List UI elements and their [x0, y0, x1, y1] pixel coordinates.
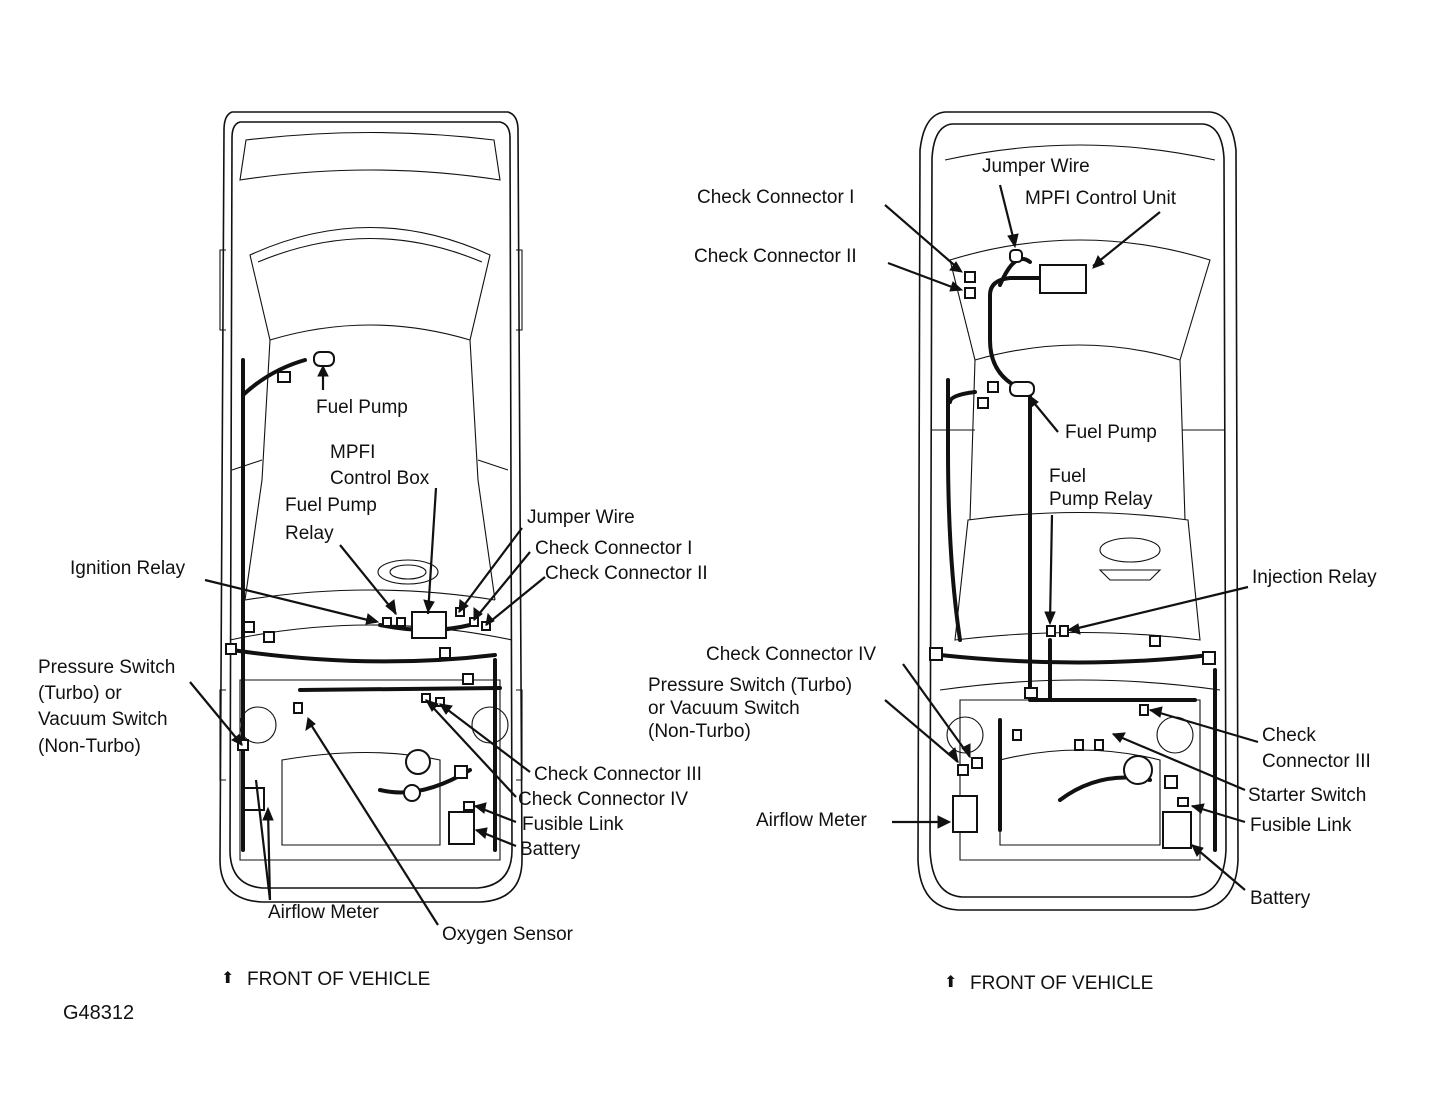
up-arrow-icon: ⬆	[944, 972, 958, 991]
right-leader-lines	[884, 184, 1259, 891]
right-label-mpfi-control-unit: MPFI Control Unit	[1025, 188, 1176, 209]
figure-id: G48312	[63, 1002, 135, 1024]
left-label-fuel-pump: Fuel Pump	[316, 397, 408, 418]
right-label-fuel-pump: Fuel Pump	[1065, 422, 1157, 443]
right-wiring	[929, 249, 1217, 852]
right-label-check-connector-4: Check Connector IV	[706, 644, 877, 665]
up-arrow-icon: ⬆	[221, 968, 235, 987]
right-footer-front-of-vehicle: FRONT OF VEHICLE	[970, 973, 1154, 994]
left-wiring	[225, 351, 502, 852]
left-label-check-connector-3: Check Connector III	[534, 764, 702, 785]
left-leader-lines	[189, 364, 546, 926]
right-label-check-connector-2: Check Connector II	[694, 246, 857, 267]
right-label-fusible-link: Fusible Link	[1250, 815, 1352, 836]
right-label-airflow-meter: Airflow Meter	[756, 810, 867, 831]
left-label-fuel-pump-relay: Fuel Pump Relay	[285, 495, 377, 544]
right-label-check-connector-1: Check Connector I	[697, 187, 855, 208]
left-label-check-connector-4: Check Connector IV	[518, 789, 689, 810]
right-label-fuel-pump-relay: Fuel Pump Relay	[1049, 466, 1153, 510]
left-car-outline	[219, 111, 523, 903]
left-label-mpfi-control-box: MPFI Control Box	[330, 442, 430, 489]
left-label-battery: Battery	[520, 839, 581, 860]
right-label-check-connector-3: Check Connector III	[1262, 725, 1371, 773]
left-label-oxygen-sensor: Oxygen Sensor	[442, 924, 573, 945]
right-label-jumper-wire: Jumper Wire	[982, 156, 1090, 177]
right-label-starter-switch: Starter Switch	[1248, 785, 1367, 806]
left-label-check-connector-1: Check Connector I	[535, 538, 693, 559]
left-label-jumper-wire: Jumper Wire	[527, 507, 635, 528]
left-label-pressure-switch: Pressure Switch (Turbo) or Vacuum Switch…	[38, 657, 176, 757]
right-label-injection-relay: Injection Relay	[1252, 567, 1377, 588]
left-label-fusible-link: Fusible Link	[522, 814, 624, 835]
left-label-airflow-meter: Airflow Meter	[268, 902, 379, 923]
left-label-check-connector-2: Check Connector II	[545, 563, 708, 584]
left-footer-front-of-vehicle: FRONT OF VEHICLE	[247, 969, 431, 990]
left-label-ignition-relay: Ignition Relay	[70, 558, 186, 579]
right-label-pressure-switch: Pressure Switch (Turbo) or Vacuum Switch…	[648, 675, 853, 742]
right-label-battery: Battery	[1250, 888, 1311, 909]
